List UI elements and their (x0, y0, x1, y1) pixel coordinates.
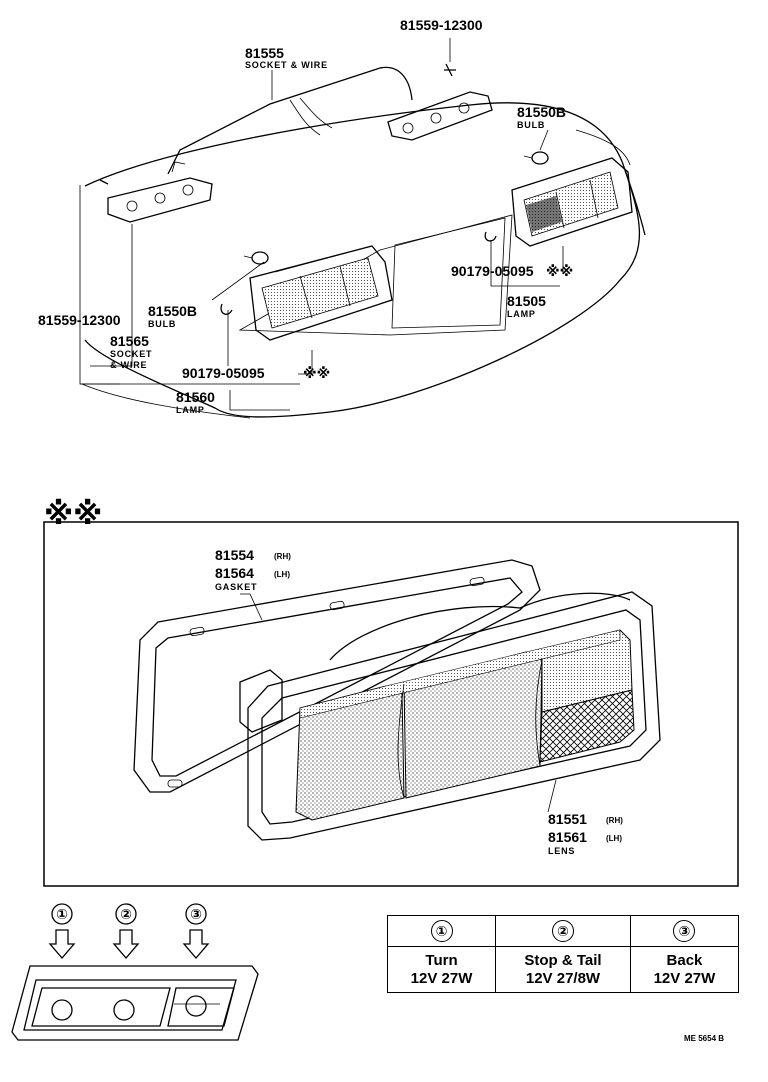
detail-marker: ※※ (44, 498, 102, 531)
bulb-right (523, 151, 549, 165)
callout-81559-top: 81559-12300 (400, 17, 483, 33)
spec-stop-tail: 12V 27/8W (525, 969, 601, 987)
callout-gasket-desc: GASKET (215, 582, 257, 592)
marker-symbol-left: ※※ (303, 365, 330, 381)
callout-81561-side: (LH) (606, 834, 622, 843)
socket-wire-right (387, 91, 493, 141)
callout-81565: 81565 (110, 333, 149, 349)
marker-2: ② (120, 906, 132, 922)
detail-frame (43, 521, 739, 887)
leader-lines-detail (240, 593, 557, 813)
callout-81564-side: (LH) (274, 570, 290, 579)
label-stop-tail: Stop & Tail (524, 951, 602, 969)
marker-symbol-right: ※※ (546, 263, 573, 279)
callout-81555: 81555 (245, 45, 284, 61)
callout-81559-left: 81559-12300 (38, 312, 121, 328)
bulb-position-markers: ① ② ③ (51, 903, 207, 925)
table-head-2: ② (495, 915, 631, 947)
spec-turn: 12V 27W (410, 969, 473, 987)
callout-81550b-right-desc: BULB (517, 120, 545, 130)
label-back: Back (666, 951, 703, 969)
callout-81560-desc: LAMP (176, 405, 205, 415)
spec-back: 12V 27W (653, 969, 716, 987)
leader-lines-top (79, 38, 631, 419)
down-arrows (48, 929, 210, 959)
callout-81554: 81554 (215, 547, 254, 563)
nut-right (484, 231, 497, 242)
callout-lens-desc: LENS (548, 846, 575, 856)
callout-81505: 81505 (507, 293, 546, 309)
callout-81550b-left: 81550B (148, 303, 197, 319)
screw-top (444, 63, 456, 77)
callout-81565-desc1: SOCKET (110, 349, 152, 359)
callout-81565-desc2: & WIRE (110, 360, 147, 370)
callout-81551: 81551 (548, 811, 587, 827)
figure-code: ME 5654 B (684, 1034, 725, 1043)
callout-81564: 81564 (215, 565, 254, 581)
screw-left (99, 179, 109, 185)
marker-1: ① (56, 906, 68, 922)
marker-3: ③ (190, 906, 202, 922)
nut-left (220, 303, 233, 315)
callout-81554-side: (RH) (274, 552, 291, 561)
table-head-1: ① (386, 915, 497, 947)
callout-81550b-right: 81550B (517, 104, 566, 120)
callout-81560: 81560 (176, 389, 215, 405)
socket-wire-left (107, 66, 413, 223)
callout-90179-left: 90179-05095 (182, 365, 265, 381)
callout-81550b-left-desc: BULB (148, 319, 176, 329)
table-head-3: ③ (629, 915, 740, 947)
callout-81555-desc: SOCKET & WIRE (245, 60, 328, 70)
housing-connector (239, 669, 283, 733)
lens (295, 629, 635, 821)
bulb-left (243, 251, 269, 265)
label-turn: Turn (425, 951, 458, 969)
lamp-left (249, 245, 393, 341)
lamp-bulb-layout (11, 965, 259, 1041)
housing-back (329, 592, 631, 661)
lamp-right (511, 157, 633, 247)
callout-90179-right: 90179-05095 (451, 263, 534, 279)
callout-81505-desc: LAMP (507, 309, 536, 319)
callout-81561: 81561 (548, 829, 587, 845)
callout-81551-side: (RH) (606, 816, 623, 825)
